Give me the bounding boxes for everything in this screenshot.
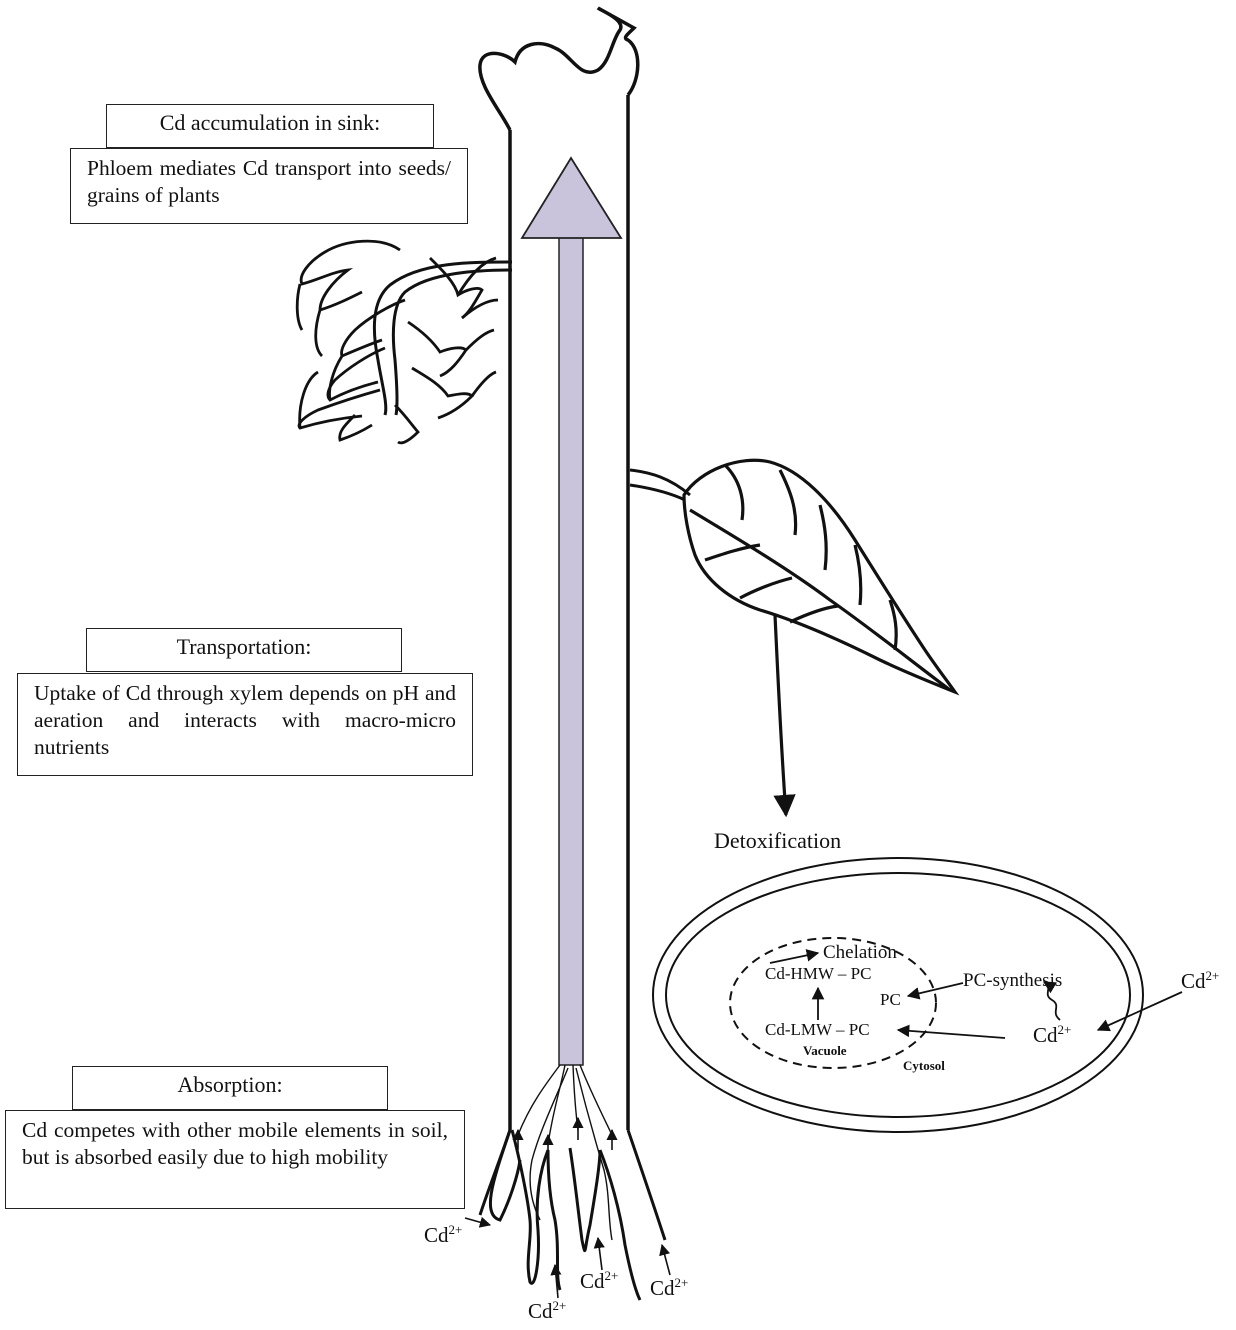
cd-ion-external: Cd2+ [1181,968,1220,993]
cd-ion-root-4: Cd2+ [650,1275,689,1300]
sink-title-box: Cd accumulation in sink: [106,104,434,148]
cd-ion-root-3: Cd2+ [580,1268,619,1293]
pc-synthesis-label: PC-synthesis [963,970,1063,991]
chelation-label: Chelation [823,942,897,963]
sink-title: Cd accumulation in sink: [159,110,381,135]
leaf [682,458,960,696]
cytosol-label: Cytosol [903,1058,945,1073]
root-uptake-arrows [464,1116,671,1299]
leaf-to-detox-arrow [773,614,796,818]
root-hairs [517,1064,613,1241]
absorption-title: Absorption: [177,1072,283,1097]
vacuole [729,937,937,1069]
cell-outer-wall [652,857,1144,1133]
grain-branch [372,260,513,416]
detox-arrows [769,949,1183,1039]
cd-ion-root-1: Cd2+ [424,1222,463,1247]
roots [478,1129,667,1301]
cell-membrane [665,872,1131,1118]
grain-head [295,239,499,445]
absorption-text: Cd competes with other mobile elements i… [22,1118,448,1169]
cd-ion-cytosol: Cd2+ [1033,1022,1072,1047]
stem [508,95,630,1130]
transport-text: Uptake of Cd through xylem depends on pH… [34,681,456,759]
detoxification-label: Detoxification [714,828,842,853]
transport-title: Transportation: [176,634,312,659]
sink-text: Phloem mediates Cd transport into seeds/… [87,156,451,207]
transport-title-box: Transportation: [86,628,402,672]
cd-lmw-pc-label: Cd-LMW – PC [765,1020,870,1039]
cd-ion-root-2: Cd2+ [528,1298,567,1323]
leaf-petiole [629,468,691,502]
stem-broken-top [478,6,640,131]
pc-label: PC [880,990,901,1009]
transport-text-box: Uptake of Cd through xylem depends on pH… [17,673,473,776]
cd-hmw-pc-label: Cd-HMW – PC [765,964,872,983]
absorption-title-box: Absorption: [72,1066,388,1110]
vacuole-label: Vacuole [803,1043,847,1058]
sink-text-box: Phloem mediates Cd transport into seeds/… [70,148,468,224]
upward-transport-arrow [520,156,623,1066]
absorption-text-box: Cd competes with other mobile elements i… [5,1110,465,1209]
